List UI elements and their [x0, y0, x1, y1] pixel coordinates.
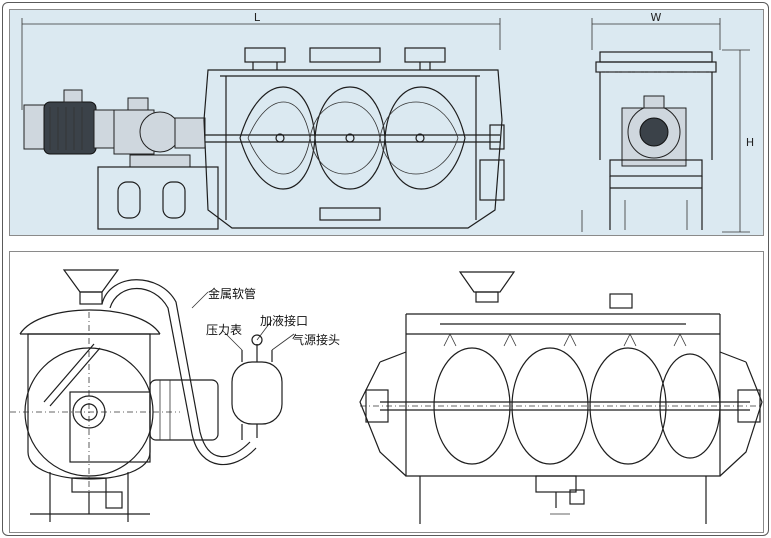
label-liquid-inlet: 加液接口 [260, 313, 308, 328]
top-drawing: L [10, 10, 763, 235]
spray-nozzles [443, 333, 687, 347]
dim-height-label: H [746, 136, 754, 149]
mixer-tank [203, 47, 505, 229]
end-view [10, 269, 219, 522]
dim-length-label: L [254, 11, 261, 24]
machine-base [97, 166, 219, 230]
leader-lines [191, 291, 295, 351]
pressure-tank [231, 334, 283, 440]
bottom-drawing-panel: 金属软管 压力表 加液接口 气源接头 [9, 251, 764, 533]
bottom-drawing: 金属软管 压力表 加液接口 气源接头 [10, 269, 763, 524]
front-view [359, 271, 763, 524]
feed-hopper [62, 269, 120, 293]
dimension-length: L [21, 11, 501, 110]
label-metal-hose: 金属软管 [208, 286, 256, 301]
label-air-connector: 气源接头 [292, 332, 340, 347]
label-pressure-gauge: 压力表 [206, 323, 242, 337]
dim-width-label: W [651, 11, 662, 24]
side-view: W H [581, 11, 754, 233]
gear-reducer [113, 97, 206, 168]
metal-hose [101, 279, 257, 466]
top-drawing-panel: L [9, 9, 764, 236]
feed-hopper-front [458, 271, 516, 293]
